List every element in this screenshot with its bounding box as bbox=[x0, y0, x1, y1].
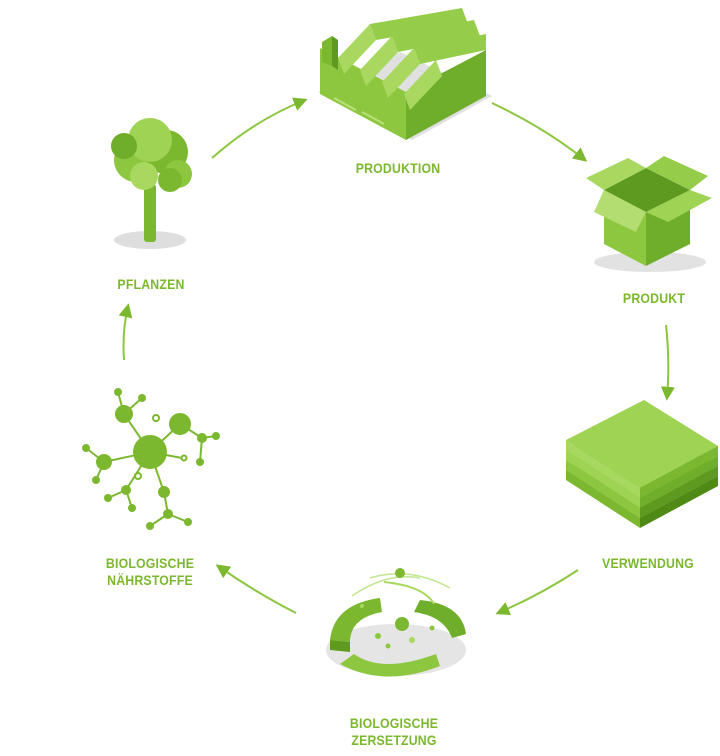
label-naehrstoffe-line1: BIOLOGISCHE bbox=[105, 555, 195, 571]
label-naehrstoffe-line2: NÄHRSTOFFE bbox=[107, 572, 193, 588]
molecule-network-icon bbox=[82, 388, 220, 530]
arrow-produktion-to-produkt bbox=[491, 102, 588, 162]
label-zersetzung-line1: BIOLOGISCHE bbox=[349, 715, 439, 731]
decomposition-cycle-icon bbox=[326, 568, 466, 677]
arrow-naehrstoffe-to-pflanzen bbox=[118, 303, 133, 361]
arrow-zersetzung-to-naehrstoffe bbox=[215, 564, 297, 614]
label-pflanzen: PFLANZEN bbox=[117, 276, 185, 292]
label-produktion: PRODUKTION bbox=[355, 160, 441, 176]
factory-icon bbox=[318, 8, 492, 140]
label-zersetzung-line2: ZERSETZUNG bbox=[351, 732, 437, 748]
arrow-pflanzen-to-produktion bbox=[211, 97, 308, 159]
label-naehrstoffe: BIOLOGISCHE NÄHRSTOFFE bbox=[99, 555, 201, 589]
label-verwendung: VERWENDUNG bbox=[602, 555, 694, 571]
layered-sheets-icon bbox=[566, 400, 718, 528]
tree-icon bbox=[111, 118, 192, 249]
label-produkt: PRODUKT bbox=[622, 290, 686, 306]
label-zersetzung: BIOLOGISCHE ZERSETZUNG bbox=[343, 715, 445, 749]
arrow-produkt-to-verwendung bbox=[660, 324, 675, 401]
box-icon bbox=[586, 156, 712, 272]
arrow-verwendung-to-zersetzung bbox=[495, 569, 579, 616]
